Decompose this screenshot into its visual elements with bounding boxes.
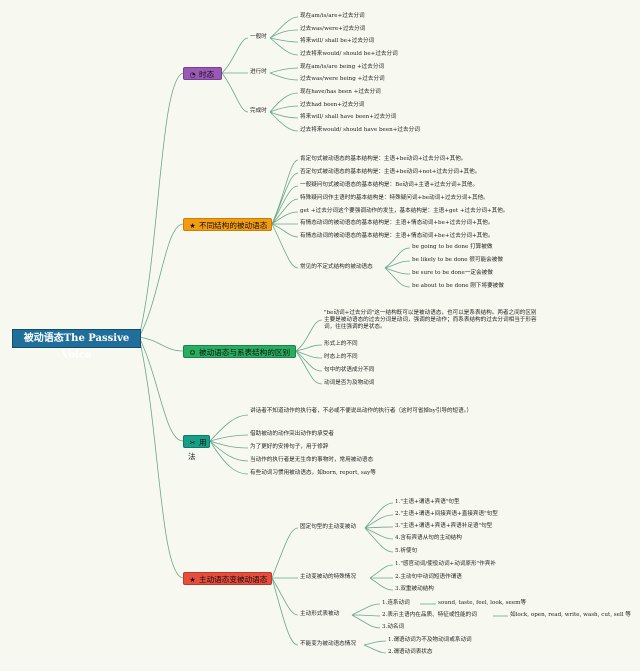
list-item: 2.谓语动词表状态 [388,649,433,655]
list-item: 现在am/is/are being +过去分词 [300,64,385,70]
list-item: be going to be done 打算被做 [412,244,493,250]
list-item: be sure to be done一定会被做 [412,270,493,276]
smile-icon: ☺ [189,349,196,357]
group-label: 固定句型的主动变被动 [300,524,356,530]
topic-structures[interactable]: ★不同结构的被动语态 [183,218,272,231]
topic-label: 被动语态与系表结构的区别 [199,348,291,357]
list-item: 1.谓语动词为不及物动词或系动词 [388,637,472,643]
list-item: 过去将来would/ should have been+过去分词 [300,127,420,133]
list-item: 动词是否为及物动词 [324,380,375,386]
group-label: 进行时 [250,69,267,75]
clock-icon: ◔ [189,71,196,79]
list-item: 将来will/ shall be+过去分词 [300,38,375,44]
list-item: 现在am/is/are+过去分词 [300,13,365,19]
list-item: 否定句式被动语态的基本结构是：主语+be动词+not+过去分词+其他。 [300,169,481,175]
topic-label: 用法 [188,438,207,461]
list-item: 3.双重被动结构 [395,586,434,592]
group-label: 常见的不定式结构的被动语态 [300,264,373,270]
list-item: 有情态动词的被动语态的基本结构是：主语+情态动词+be+过去分词+其他。 [300,220,494,226]
topic-difference[interactable]: ☺被动语态与系表结构的区别 [183,345,296,358]
list-item: 讲话者不知道动作的执行者，不必或不便说出动作的执行者（这时可省掉by引导的短语。… [250,408,473,414]
list-item: 将来will/ shall have been+过去分词 [300,114,397,120]
list-item: 时态上的不同 [324,354,358,360]
list-item: 肯定句式被动语态的基本结构是：主语+be动词+过去分词+其他。 [300,156,467,162]
topic-label: 时态 [199,70,215,79]
list-item: 2."主语+谓语+间接宾语+直接宾语"句型 [395,511,498,517]
list-item-detail: 如lock, open, read, write, wash, cut, sel… [510,612,631,618]
list-item: 4.含有宾语从句的主动结构 [395,535,462,541]
list-item: be about to be done 刚下将要被做 [412,283,504,289]
list-item: 1."感官动词/使役动词+动词原形"作宾补 [395,561,496,567]
list-item: 1."主语+谓语+宾语"句型 [395,499,460,505]
group-label: 一般时 [250,34,267,40]
list-item: 句中的状语成分不同 [324,367,375,373]
tools-icon: ✂ [189,439,196,447]
list-item: 有些动词习惯用被动语态，如born, report, say等 [250,470,376,476]
list-item: 过去was/were+过去分词 [300,26,366,32]
list-item: 当动作的执行者是无生命的事物时，常用被动语态 [250,457,374,463]
topic-conversion[interactable]: ★主动语态变被动语态 [183,572,272,585]
list-item: 过去had been+过去分词 [300,102,365,108]
list-item: 一般疑问句式被动语态的基本结构是：Be动词+主语+过去分词+其他。 [300,182,479,188]
group-label: 主动变被动的特殊情况 [300,574,356,580]
topic-usage[interactable]: ✂用法 [183,435,210,461]
list-item: 3."主语+谓语+宾语+宾语补足语"句型 [395,523,493,529]
group-label: 主动形式表被动 [300,611,340,617]
list-item: 借助被动的动作突出动作的承受者 [250,431,334,437]
list-item: 特殊疑问词作主语时的基本结构是：特殊疑问词+be动词+过去分词+其他。 [300,195,489,201]
list-item: 有情态动词的被动语态的基本结构是：主语+情态动词+be+过去分词+其他。 [300,233,494,239]
list-item: "be动词+过去分词"这一结构既可以是被动语态，也可以是系表结构。两者之间的区别… [324,310,537,330]
root-topic[interactable]: 被动语态The Passive Voice [12,329,141,361]
list-item: 过去将来would/ should be+过去分词 [300,51,398,57]
list-item: 过去was/were being +过去分词 [300,76,385,82]
list-item-detail: sound, taste, feel, look, seem等 [438,600,527,606]
list-item: 现在have/has been +过去分词 [300,89,381,95]
list-item: 2.主动句中动词短语作谓语 [395,574,462,580]
list-item: 形式上的不同 [324,341,358,347]
topic-tense[interactable]: ◔时态 [183,67,222,80]
list-item: be likely to be done 很可能会被做 [412,257,503,263]
list-item: get +过去分词这个要强调动作的发生，基本结构是：主语+get +过去分词+其… [300,208,509,214]
list-item: 3.动名词 [382,624,405,630]
list-item: 5.祈使句 [395,548,418,554]
list-item: 2.表示主语内在品质、特征或性能的词 [382,612,477,618]
group-label: 完成时 [250,108,267,114]
list-item: 1.连系动词 [382,600,410,606]
list-item: 为了更好的安排句子，用于修辞 [250,444,329,450]
star-icon: ★ [189,576,196,584]
topic-label: 不同结构的被动语态 [199,221,268,230]
star-icon: ★ [189,222,196,230]
topic-label: 主动语态变被动语态 [199,575,268,584]
group-label: 不能变为被动语态情况 [300,641,356,647]
